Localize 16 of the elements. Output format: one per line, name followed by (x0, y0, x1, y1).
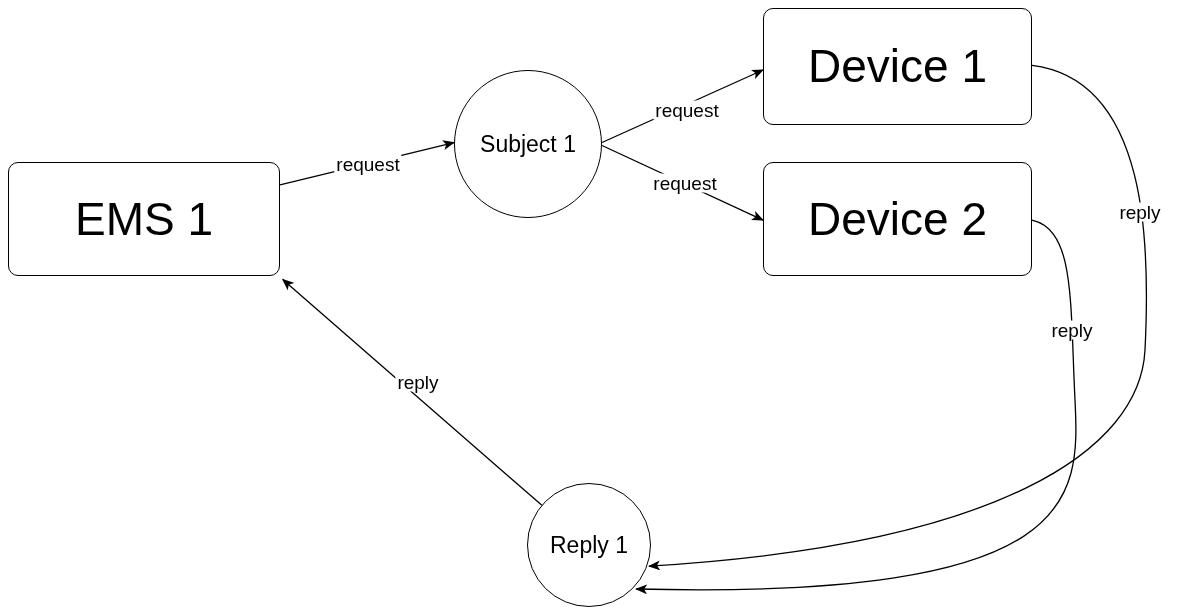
node-label: Device 2 (808, 191, 987, 247)
edge-label: request (334, 154, 402, 174)
arrow (648, 64, 1148, 571)
edge-label: reply (1117, 202, 1163, 222)
process-box (8, 162, 280, 276)
node-label: Subject 1 (480, 129, 576, 159)
node-label: Device 1 (808, 39, 987, 94)
arrow (281, 278, 543, 506)
node-label: Reply 1 (550, 530, 628, 560)
node-label: EMS 1 (74, 191, 213, 247)
edge-label: request (651, 173, 719, 193)
process-box (763, 162, 1032, 276)
process-box (763, 8, 1032, 125)
edge-label: request (653, 100, 721, 120)
arrow (635, 219, 1077, 595)
edge-label: reply (1049, 320, 1095, 340)
